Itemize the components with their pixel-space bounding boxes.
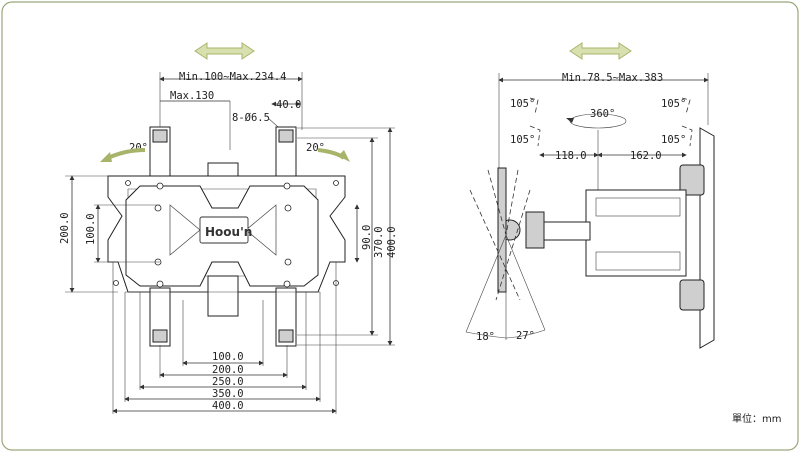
front-view: Min.100~Max.234.4 Max.130 40.0 8-Ø6.5 20… <box>59 42 398 414</box>
extension-label: Min.78.5~Max.383 <box>562 72 663 84</box>
right-105-top-label: 105° <box>661 98 686 110</box>
height-100-label: 100.0 <box>85 213 97 245</box>
width-200-label: 200.0 <box>212 364 244 376</box>
tilt-27-label: 27° <box>516 330 535 342</box>
brand-logo: Hoou'n <box>205 225 252 239</box>
width-350-label: 350.0 <box>212 388 244 400</box>
tilt-18-label: 18° <box>476 331 495 343</box>
hole-40-label: 40.0 <box>276 99 301 111</box>
arm-162-label: 162.0 <box>630 150 662 162</box>
arm-118-label: 118.0 <box>555 150 587 162</box>
height-200-label: 200.0 <box>59 212 71 244</box>
right-105-bottom-label: 105° <box>661 134 686 146</box>
brand-plate <box>199 216 249 244</box>
height-400-label: 400.0 <box>386 226 398 258</box>
extension-arrow-icon <box>569 42 632 60</box>
width-250-label: 250.0 <box>212 376 244 388</box>
holes-label: 8-Ø6.5 <box>232 112 270 124</box>
width-100-label: 100.0 <box>212 351 244 363</box>
height-370-label: 370.0 <box>373 226 385 258</box>
left-105-bottom-label: 105° <box>510 134 535 146</box>
max-130-label: Max.130 <box>170 90 214 102</box>
height-90-label: 90.0 <box>361 225 373 250</box>
width-range-label: Min.100~Max.234.4 <box>179 71 286 83</box>
width-400-label: 400.0 <box>212 400 244 412</box>
horizontal-move-arrow-icon <box>194 42 255 60</box>
side-view: Min.78.5~Max.383 360° 105° 105° 105° 105… <box>465 42 715 349</box>
left-105-top-label: 105° <box>510 98 535 110</box>
unit-label: 單位：mm <box>732 412 781 425</box>
